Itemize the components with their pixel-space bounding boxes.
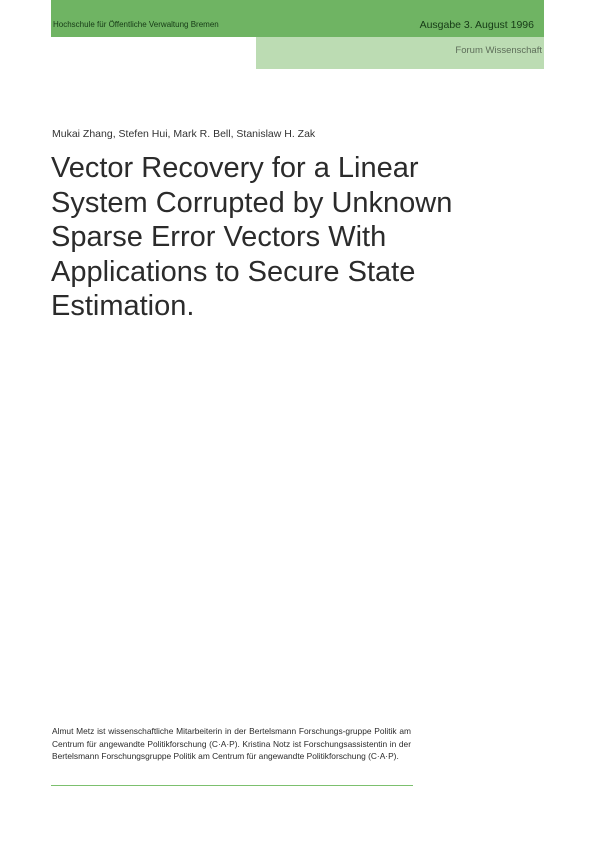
header-bar: Hochschule für Öffentliche Verwaltung Br… (51, 0, 544, 37)
title-line: Applications to Secure State (51, 255, 416, 288)
edition-date: Ausgabe 3. August 1996 (419, 19, 534, 31)
author-list: Mukai Zhang, Stefen Hui, Mark R. Bell, S… (52, 128, 316, 140)
title-line: System Corrupted by Unknown (51, 186, 453, 219)
series-name: Forum Wissenschaft (455, 45, 542, 56)
document-title: Vector Recovery for a Linear System Corr… (51, 151, 521, 324)
title-line: Vector Recovery for a Linear (51, 152, 419, 184)
title-line: Sparse Error Vectors With (51, 221, 387, 253)
author-footnote: Almut Metz ist wissenschaftliche Mitarbe… (52, 726, 411, 762)
title-line: Estimation. (51, 290, 195, 322)
series-bar: Forum Wissenschaft (256, 37, 544, 69)
institution-name: Hochschule für Öffentliche Verwaltung Br… (53, 20, 219, 29)
footnote-divider (51, 785, 413, 786)
